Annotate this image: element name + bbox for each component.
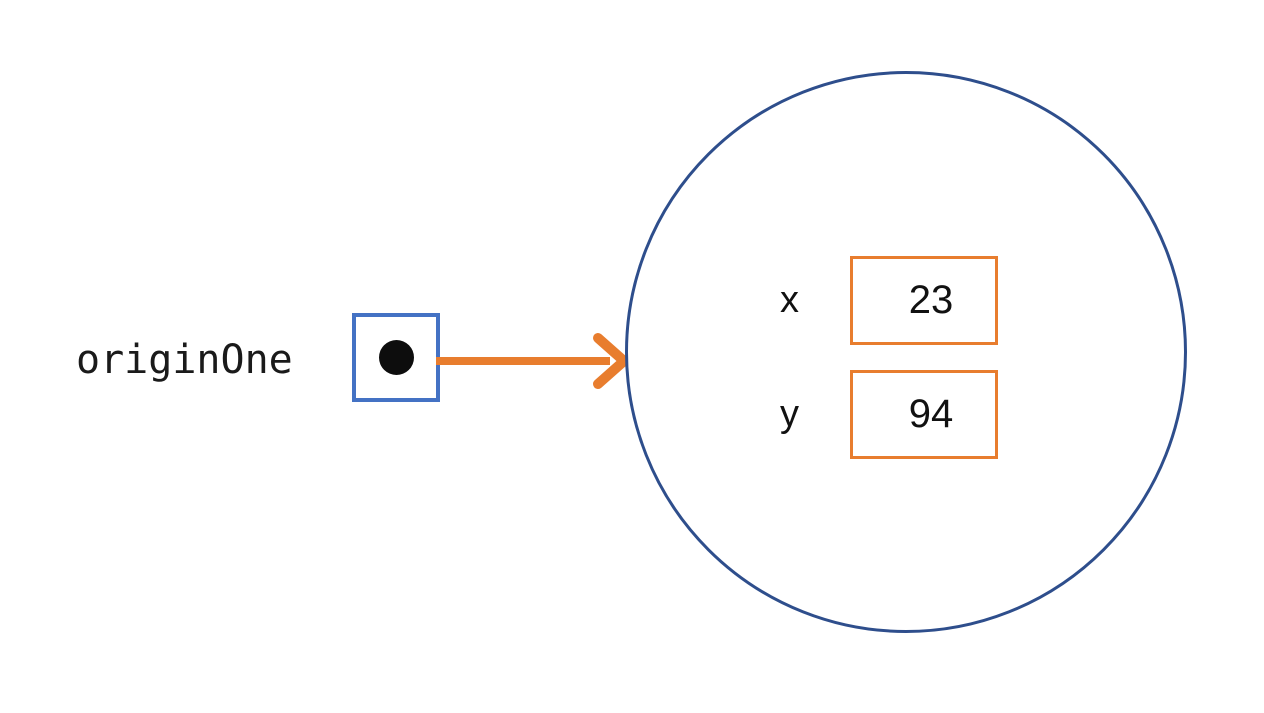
arrow-right-icon xyxy=(432,330,632,392)
field-label-y: y xyxy=(780,393,799,435)
field-value-x: 23 xyxy=(908,278,954,322)
filled-circle-icon xyxy=(378,340,414,375)
variable-label: originOne xyxy=(76,337,293,383)
field-box-y: 94 xyxy=(850,370,998,459)
object-circle xyxy=(625,71,1187,633)
field-box-x: 23 xyxy=(850,256,998,345)
field-label-x: x xyxy=(780,279,799,321)
field-value-y: 94 xyxy=(908,392,954,436)
field-row: y 94 xyxy=(780,370,998,459)
reference-box xyxy=(352,313,440,402)
field-row: x 23 xyxy=(780,256,998,345)
